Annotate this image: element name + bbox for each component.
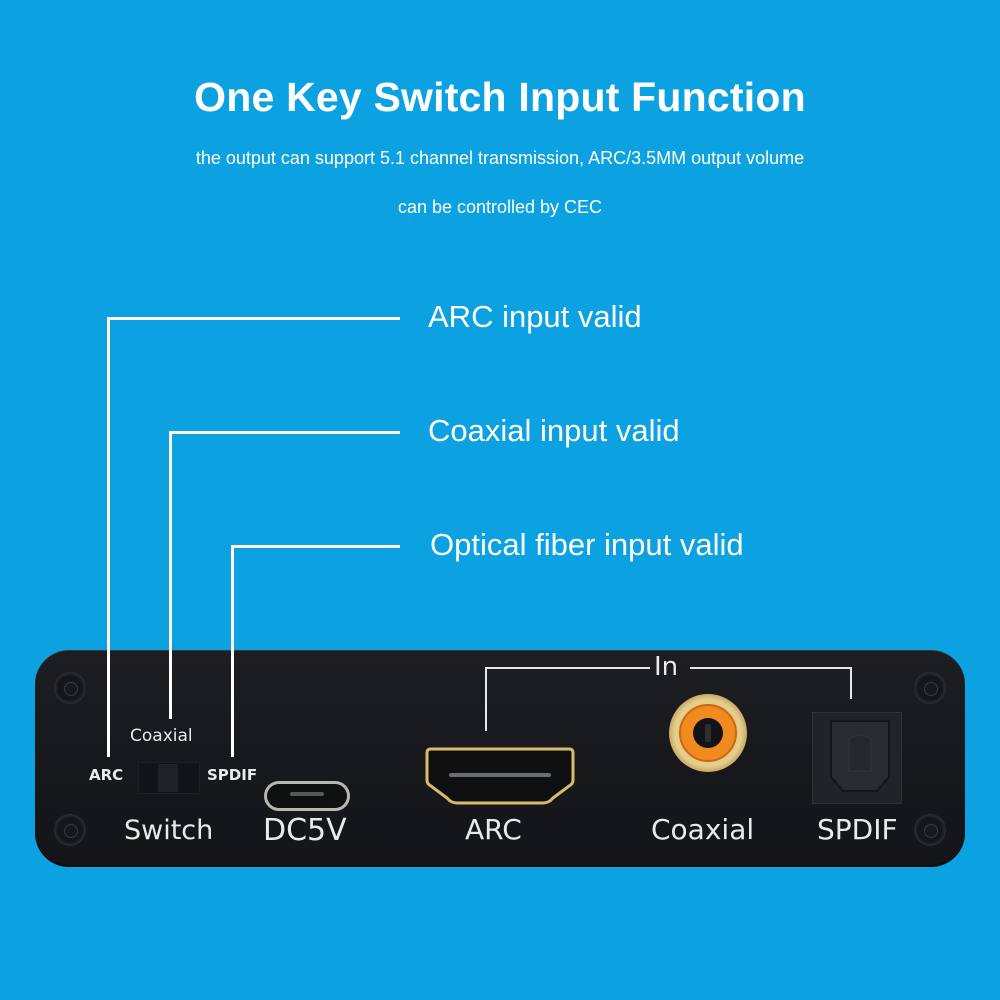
arc-callout-line-horizontal [107, 317, 400, 320]
screw-icon [54, 814, 86, 846]
coaxial-callout-line-horizontal [169, 431, 400, 434]
usb-contacts [290, 792, 324, 796]
switch-label: Switch [124, 815, 214, 846]
arc-callout-line-vertical [107, 317, 110, 757]
spdif-optical-port[interactable] [812, 712, 902, 804]
switch-position-arc-label: ARC [89, 766, 124, 784]
rca-pin [705, 724, 711, 742]
switch-position-spdif-label: SPDIF [207, 766, 258, 784]
in-group-label: In [654, 652, 679, 682]
switch-knob[interactable] [158, 764, 178, 792]
coaxial-callout-line-vertical [169, 431, 172, 719]
subtitle-line-1: the output can support 5.1 channel trans… [195, 148, 805, 168]
hdmi-arc-port[interactable] [425, 746, 575, 806]
in-bracket-right [850, 667, 852, 699]
screw-icon [914, 814, 946, 846]
arc-port-label: ARC [465, 813, 522, 846]
in-bracket-top-left [485, 667, 650, 669]
callout-optical-input-valid: Optical fiber input valid [430, 527, 744, 562]
spdif-port-label: SPDIF [817, 813, 898, 846]
in-bracket-left [485, 667, 487, 731]
spdif-callout-line-vertical [231, 545, 234, 757]
coaxial-port-label: Coaxial [651, 813, 755, 846]
dc5v-label: DC5V [263, 813, 347, 848]
page-title: One Key Switch Input Function [194, 74, 806, 120]
switch-position-coaxial-label: Coaxial [130, 726, 193, 746]
screw-icon [54, 672, 86, 704]
spdif-callout-line-horizontal [231, 545, 400, 548]
toslink-shape-icon [830, 720, 890, 792]
screw-icon [914, 672, 946, 704]
in-bracket-top-right [690, 667, 852, 669]
callout-arc-input-valid: ARC input valid [428, 299, 642, 334]
subtitle-line-2: can be controlled by CEC [397, 197, 603, 217]
callout-coaxial-input-valid: Coaxial input valid [428, 413, 680, 448]
micro-usb-power-port[interactable] [264, 781, 350, 811]
